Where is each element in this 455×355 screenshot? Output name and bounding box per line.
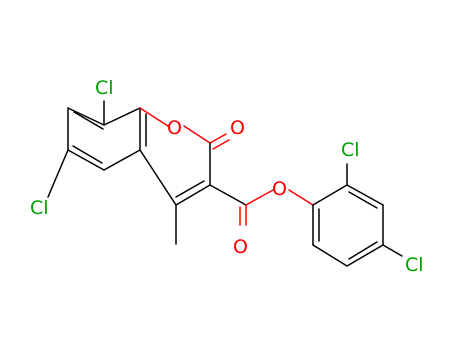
bond-ar1-ar2 bbox=[312, 184, 348, 206]
bond-ar4-cl bbox=[382, 244, 403, 257]
bond-c7-c8-inner bbox=[73, 111, 104, 130]
bond-c6-cl bbox=[47, 149, 69, 198]
bond-ar4-ar5 bbox=[346, 244, 384, 267]
o-ring-label: O bbox=[167, 117, 182, 139]
o-carbonyl-top-label: O bbox=[230, 117, 245, 139]
bond-c2-o-carbonyl bbox=[209, 133, 227, 144]
bond-o1-c2 bbox=[183, 125, 211, 144]
bond-c5-c6 bbox=[67, 149, 105, 171]
bond-c2-o-carbonyl-2 bbox=[212, 139, 230, 150]
bond-c3-c4-inner bbox=[175, 180, 205, 198]
cl-left-label: Cl bbox=[30, 197, 49, 219]
o-carbonyl-bottom-label: O bbox=[233, 236, 248, 258]
bond-carboxyl-o-ester bbox=[245, 189, 274, 206]
cl-right-label: Cl bbox=[405, 254, 424, 276]
bond-c8a-o1 bbox=[139, 107, 169, 127]
bond-c3-c4 bbox=[175, 184, 211, 206]
bond-ar4-ar5-inner bbox=[348, 241, 378, 260]
o-ester-label: O bbox=[272, 178, 287, 200]
bond-o-ester-aryl bbox=[288, 189, 314, 206]
bond-c3-carboxyl bbox=[209, 184, 247, 206]
bond-c4a-c5 bbox=[103, 149, 141, 171]
bond-c8-c8a bbox=[103, 107, 141, 126]
bond-c5-c6-inner bbox=[72, 145, 103, 164]
bond-ar2-ar3 bbox=[346, 184, 384, 206]
bond-ar2-ar3-inner bbox=[348, 191, 378, 209]
cl-top-left-label: Cl bbox=[95, 77, 114, 99]
bond-ar5-ar6 bbox=[312, 244, 348, 267]
cl-top-right-label: Cl bbox=[341, 139, 360, 161]
bond-c7-c8 bbox=[67, 107, 105, 126]
bond-c4-c4a bbox=[139, 149, 177, 206]
